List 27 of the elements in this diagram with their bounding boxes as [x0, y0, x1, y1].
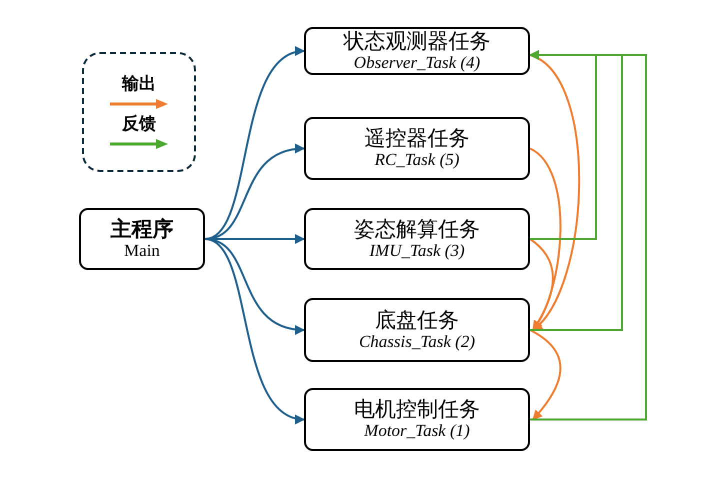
arrow — [530, 329, 562, 420]
node-title: 主程序 — [110, 216, 174, 241]
node-title: 底盘任务 — [375, 308, 459, 332]
arrow — [204, 238, 305, 422]
task-box — [304, 117, 530, 180]
arrow — [529, 148, 562, 331]
node-subtitle: Motor_Task (1) — [364, 421, 470, 442]
arrow — [529, 238, 554, 331]
task-box — [304, 388, 530, 451]
node-subtitle: Main — [124, 240, 160, 262]
main-program-box — [79, 208, 205, 270]
node-subtitle: RC_Task (5) — [374, 150, 460, 171]
node-title: 姿态解算任务 — [354, 216, 480, 241]
node-subtitle: Observer_Task (4) — [354, 52, 480, 74]
task-box — [304, 27, 530, 75]
node-subtitle: Chassis_Task (2) — [358, 332, 476, 352]
node-title: 遥控器任务 — [364, 126, 470, 150]
node-title: 电机控制任务 — [354, 397, 480, 422]
arrow — [530, 54, 580, 331]
task-box — [304, 298, 530, 362]
node-subtitle: IMU_Task (3) — [369, 240, 465, 262]
arrow — [204, 48, 305, 240]
arrow — [529, 50, 647, 420]
legend-text: 反馈 — [122, 114, 156, 134]
node-title: 状态观测器任务 — [344, 28, 490, 53]
task-box — [304, 208, 530, 270]
legend-text: 输出 — [122, 74, 156, 94]
